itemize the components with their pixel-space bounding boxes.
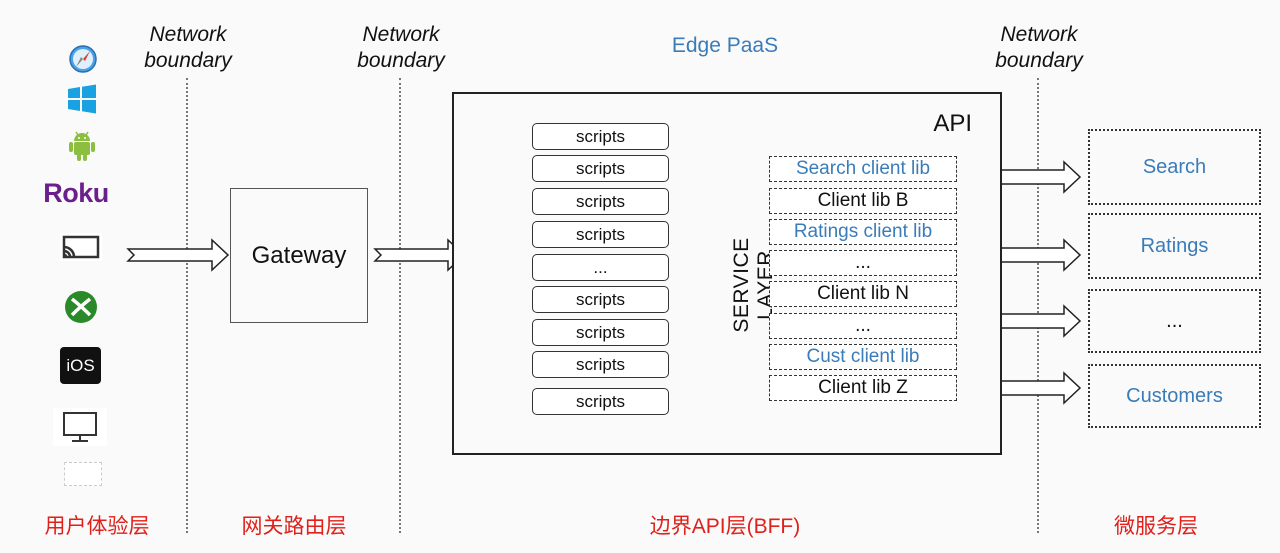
arrow-to-more [990, 304, 1082, 338]
microservice-label: ... [1166, 309, 1183, 332]
boundary-line-2: boundary [357, 49, 445, 72]
script-box: ... [532, 254, 669, 281]
api-label: API [933, 110, 972, 137]
layer-label-edge-api: 边界API层(BFF) [649, 515, 801, 538]
boundary-line-1: Network [362, 23, 440, 46]
script-box: scripts [532, 123, 669, 150]
lib-box-b: Client lib B [769, 188, 957, 214]
boundary-line-1: Network [1000, 23, 1078, 46]
script-box: scripts [532, 351, 669, 378]
cast-icon [58, 232, 104, 262]
lib-box-ellipsis-1: ... [769, 250, 957, 276]
layer-label-user-experience: 用户体验层 [44, 515, 150, 538]
arrow-to-ratings [990, 238, 1082, 272]
api-box: API scripts scripts scripts scripts ... … [452, 92, 1002, 455]
network-boundary-line-1 [186, 78, 188, 533]
gateway-label: Gateway [251, 241, 347, 269]
network-boundary-line-2 [399, 78, 401, 533]
script-box: scripts [532, 319, 669, 346]
network-boundary-label-1: Network boundary [118, 22, 258, 74]
boundary-line-2: boundary [144, 49, 232, 72]
lib-box-cust: Cust client lib [769, 344, 957, 370]
microservice-search: Search [1088, 129, 1261, 205]
ios-icon: iOS [60, 347, 101, 384]
network-boundary-label-3: Network boundary [969, 22, 1109, 74]
network-boundary-label-2: Network boundary [331, 22, 471, 74]
microservice-more: ... [1088, 289, 1261, 353]
service-layer-label: SERVICE LAYER [730, 237, 777, 333]
lib-box-n: Client lib N [769, 281, 957, 307]
roku-logo: Roku [43, 178, 109, 208]
edge-paas-title: Edge PaaS [671, 34, 779, 57]
script-box: scripts [532, 388, 669, 415]
xbox-icon [62, 288, 100, 326]
safari-icon [66, 42, 100, 76]
script-box: scripts [532, 221, 669, 248]
script-box: scripts [532, 155, 669, 182]
script-box: scripts [532, 188, 669, 215]
placeholder-icon [64, 462, 102, 486]
microservice-label: Search [1142, 155, 1207, 178]
android-icon [64, 128, 100, 164]
lib-box-search: Search client lib [769, 156, 957, 182]
layer-label-microservices: 微服务层 [1114, 515, 1198, 538]
lib-box-ellipsis-2: ... [769, 313, 957, 339]
arrow-to-customers [990, 371, 1082, 405]
arrow-gateway-to-api [373, 238, 466, 272]
lib-box-z: Client lib Z [769, 375, 957, 401]
monitor-icon [53, 408, 107, 446]
network-boundary-line-3 [1037, 78, 1039, 533]
arrow-client-to-gateway [126, 238, 230, 272]
microservice-label: Customers [1126, 384, 1223, 407]
microservice-label: Ratings [1140, 234, 1209, 257]
boundary-line-2: boundary [995, 49, 1083, 72]
arrow-to-search [990, 160, 1082, 194]
gateway-box: Gateway [230, 188, 368, 323]
windows-icon [64, 82, 100, 116]
script-box: scripts [532, 286, 669, 313]
boundary-line-1: Network [149, 23, 227, 46]
microservice-customers: Customers [1088, 364, 1261, 428]
microservice-ratings: Ratings [1088, 213, 1261, 279]
ios-text: iOS [66, 355, 95, 375]
lib-box-ratings: Ratings client lib [769, 219, 957, 245]
layer-label-gateway-routing: 网关路由层 [241, 515, 347, 538]
